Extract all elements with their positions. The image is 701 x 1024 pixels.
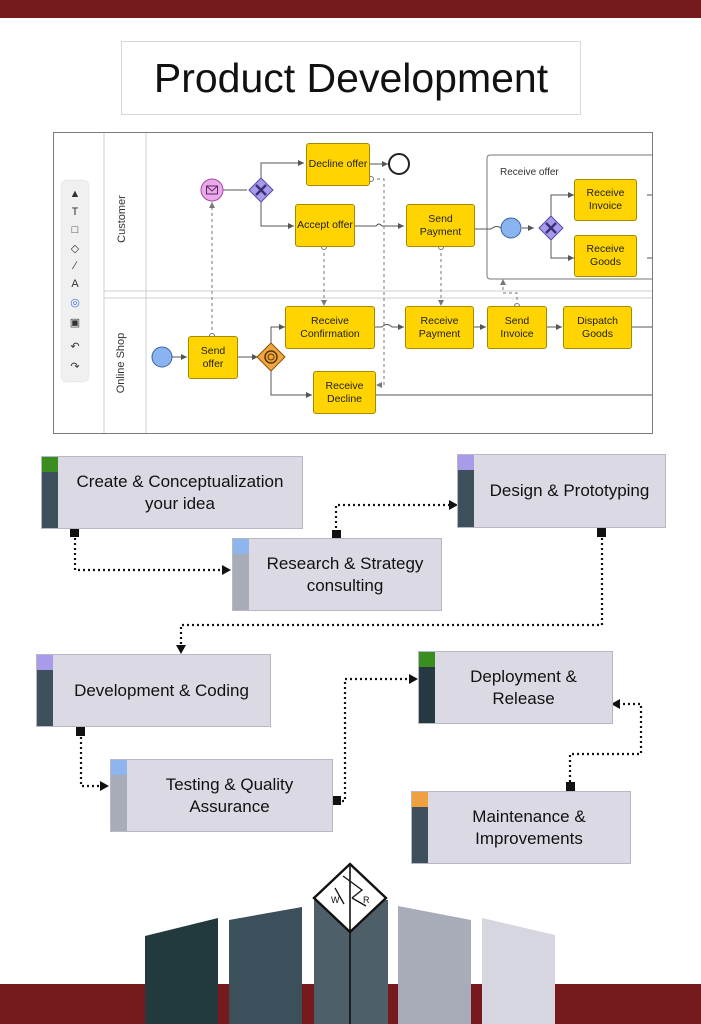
lane-label-customer: Customer <box>116 195 128 243</box>
step-label: Create & Conceptualization your idea <box>76 471 284 513</box>
task-decline-offer[interactable]: Decline offer <box>306 143 370 186</box>
step-card-design[interactable]: Design & Prototyping <box>457 454 666 528</box>
toolbar: ▲ T □ ◇ ∕ A ◎ ▣ ↶ ↷ <box>62 181 88 381</box>
bpmn-diagram-screenshot: ▲ T □ ◇ ∕ A ◎ ▣ ↶ ↷ Customer Online Shop… <box>53 132 653 434</box>
event-gateway-icon <box>256 342 286 372</box>
accent-tab <box>233 539 249 554</box>
task-receive-confirmation[interactable]: Receive Confirmation <box>285 306 375 349</box>
step-label: Development & Coding <box>74 680 249 700</box>
step-label: Design & Prototyping <box>489 481 650 500</box>
diagram-icon[interactable]: ◎ <box>70 296 80 309</box>
step-card-development[interactable]: Development & Coding <box>36 654 271 727</box>
logo-letter-w: W <box>331 895 340 905</box>
end-event-icon <box>388 153 410 175</box>
task-accept-offer[interactable]: Accept offer <box>295 204 355 247</box>
add-icon[interactable]: ▣ <box>69 316 81 329</box>
step-card-deployment[interactable]: Deployment & Release <box>418 651 613 724</box>
pen-icon[interactable]: ∕ <box>74 260 76 272</box>
marker-icon[interactable]: A <box>71 278 79 290</box>
step-label: Testing & Quality Assurance <box>165 774 294 816</box>
task-send-invoice[interactable]: Send Invoice <box>487 306 547 349</box>
start-event-icon <box>151 346 173 368</box>
building-graphic: W R <box>145 862 555 1024</box>
step-connectors <box>70 500 643 805</box>
lane-label-online-shop: Online Shop <box>115 332 127 394</box>
redo-icon[interactable]: ↷ <box>70 360 80 373</box>
logo-letter-r: R <box>363 895 370 905</box>
top-banner <box>0 0 701 18</box>
accent-tab <box>419 652 435 667</box>
step-label: Research & Strategy consulting <box>266 553 424 595</box>
task-dispatch-goods[interactable]: Dispatch Goods <box>563 306 632 349</box>
step-label: Deployment & Release <box>470 666 577 708</box>
step-card-research[interactable]: Research & Strategy consulting <box>232 538 442 611</box>
task-receive-invoice[interactable]: Receive Invoice <box>574 179 637 221</box>
task-receive-goods[interactable]: Receive Goods <box>574 235 637 277</box>
sticky-note-icon[interactable]: □ <box>71 224 79 236</box>
task-receive-payment[interactable]: Receive Payment <box>405 306 474 349</box>
accent-tab <box>412 792 428 807</box>
bpmn-lines <box>103 133 652 433</box>
subprocess-label: Receive offer <box>500 167 559 178</box>
step-card-testing[interactable]: Testing & Quality Assurance <box>110 759 333 832</box>
task-send-payment[interactable]: Send Payment <box>406 204 475 247</box>
start-event-icon <box>500 217 522 239</box>
accent-tab <box>458 455 474 470</box>
select-icon[interactable]: ▲ <box>69 188 81 200</box>
step-card-maintenance[interactable]: Maintenance & Improvements <box>411 791 631 864</box>
accent-tab <box>111 760 127 775</box>
page-title: Product Development <box>121 41 581 115</box>
undo-icon[interactable]: ↶ <box>70 340 80 353</box>
task-receive-decline[interactable]: Receive Decline <box>313 371 376 414</box>
shapes-icon[interactable]: ◇ <box>70 242 80 255</box>
step-label: Maintenance & Improvements <box>472 806 586 848</box>
task-send-offer[interactable]: Send offer <box>188 336 238 379</box>
accent-tab <box>37 655 53 670</box>
step-card-conceptualization[interactable]: Create & Conceptualization your idea <box>41 456 303 529</box>
accent-tab <box>42 457 58 472</box>
message-event-icon <box>200 178 224 202</box>
text-icon[interactable]: T <box>71 206 79 218</box>
